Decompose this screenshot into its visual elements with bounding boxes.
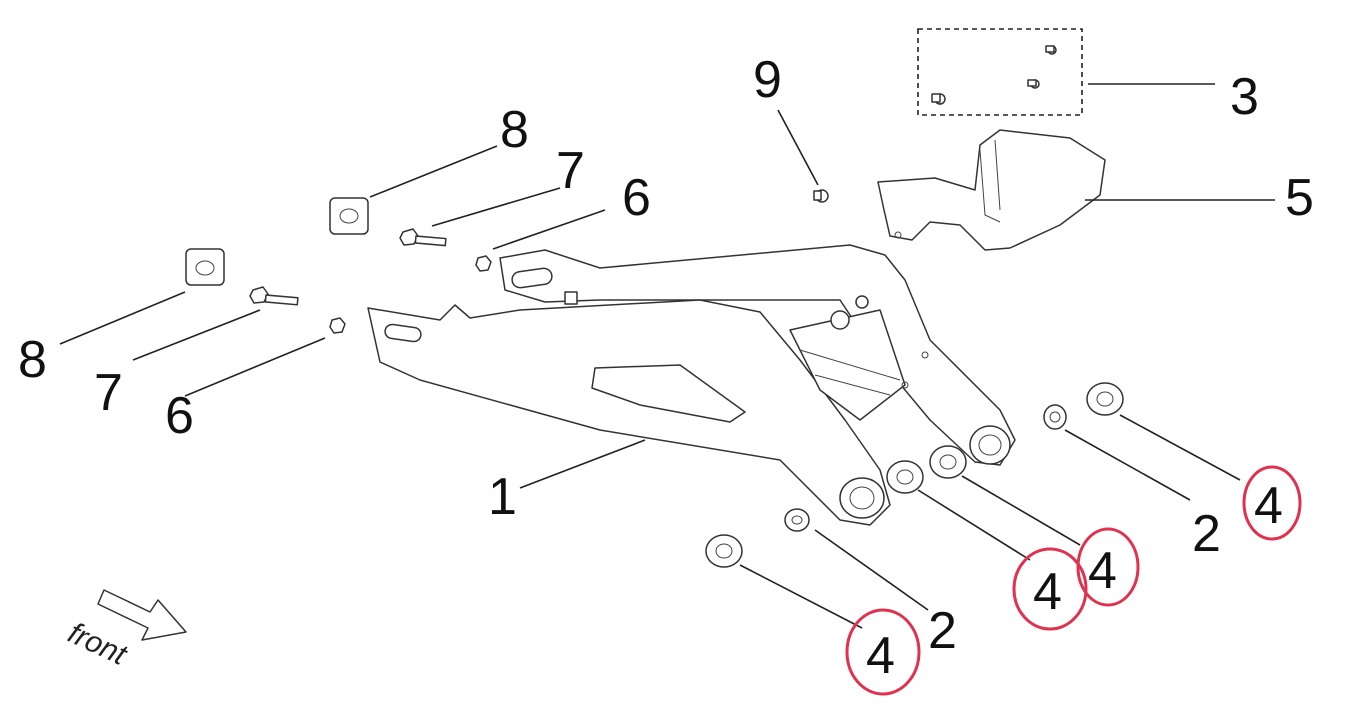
part-label-2-upper: 2	[1192, 505, 1221, 563]
front-direction-indicator: front	[63, 589, 187, 672]
chain-guard-part-5	[877, 129, 1106, 251]
bearing-part-4	[1086, 382, 1124, 416]
part-label-4-a: 4	[866, 627, 895, 685]
part-label-9: 9	[753, 51, 782, 109]
part-labels: 1 2 2 3 4 4 4 4 5 6 6 7 7 8 8 9	[18, 51, 1314, 685]
part-label-4-c: 4	[1088, 542, 1117, 600]
nut-part-6-upper	[475, 255, 492, 272]
bolt-part-7-lower	[249, 286, 299, 306]
part-label-3: 3	[1230, 68, 1259, 126]
part-label-5: 5	[1285, 169, 1314, 227]
bearing-part-4	[929, 445, 967, 479]
nut-part-6-lower	[329, 317, 346, 334]
screw-icon	[931, 93, 946, 105]
highlight-circles	[845, 465, 1302, 696]
part-label-8-upper: 8	[500, 101, 529, 159]
part-label-2-lower: 2	[928, 602, 957, 660]
front-label: front	[63, 616, 133, 672]
adjuster-block-part-8-lower	[185, 248, 225, 286]
part-label-8-lower: 8	[18, 331, 47, 389]
leader-lines	[59, 83, 1275, 629]
adjuster-block-part-8-upper	[329, 197, 369, 235]
bearing-part-4	[886, 460, 924, 494]
highlight-circle	[1076, 527, 1140, 607]
screw-kit-part-3	[917, 28, 1083, 116]
screw-icon	[1045, 45, 1057, 55]
highlight-circle	[1012, 547, 1088, 631]
part-label-7-lower: 7	[94, 364, 123, 422]
bearing-part-4	[705, 534, 743, 568]
part-label-1: 1	[488, 468, 517, 526]
highlight-circle	[845, 608, 921, 696]
screw-icon	[1027, 79, 1040, 89]
part-label-6-lower: 6	[165, 387, 194, 445]
part-label-4-b: 4	[1033, 563, 1062, 621]
swingarm-part-1	[367, 244, 1016, 526]
part-label-6-upper: 6	[622, 169, 651, 227]
washer-part-2	[784, 508, 810, 532]
part-label-4-d: 4	[1254, 477, 1283, 535]
bolt-part-7-upper	[399, 228, 447, 247]
arrow-right-icon	[97, 589, 187, 641]
screw-part-9	[813, 189, 829, 203]
washer-part-2	[1043, 404, 1067, 430]
highlight-circle	[1242, 465, 1302, 541]
part-label-7-upper: 7	[556, 142, 585, 200]
